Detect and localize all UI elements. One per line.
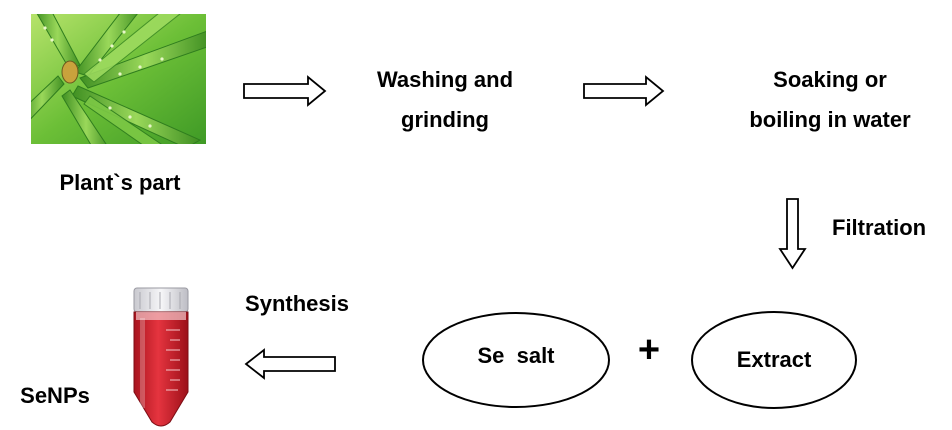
arrow-left — [244, 348, 336, 380]
se-salt-ellipse — [422, 312, 610, 408]
arrow-right-1 — [243, 75, 327, 107]
se-salt-label: Se salt — [477, 343, 555, 368]
soaking-line-2: boiling in water — [749, 107, 911, 132]
synthesis-label: Synthesis — [245, 291, 349, 316]
aloe-vera-plant-image — [31, 14, 206, 144]
soaking-line-1: Soaking or — [773, 67, 887, 92]
washing-line-1: Washing and — [376, 67, 514, 92]
plus-sign: + — [637, 329, 661, 371]
soaking-boiling-label: Soaking or boiling in water — [715, 60, 945, 140]
arrow-right-2 — [583, 75, 665, 107]
filtration-label: Filtration — [832, 215, 927, 240]
senps-label: SeNPs — [20, 383, 90, 408]
centrifuge-tube-image — [133, 287, 189, 427]
extract-label: Extract — [736, 347, 812, 372]
extract-ellipse — [691, 311, 857, 409]
washing-line-2: grinding — [401, 107, 489, 132]
arrow-down — [778, 198, 807, 270]
washing-grinding-label: Washing and grinding — [345, 60, 545, 140]
plant-part-label: Plant`s part — [59, 170, 181, 195]
